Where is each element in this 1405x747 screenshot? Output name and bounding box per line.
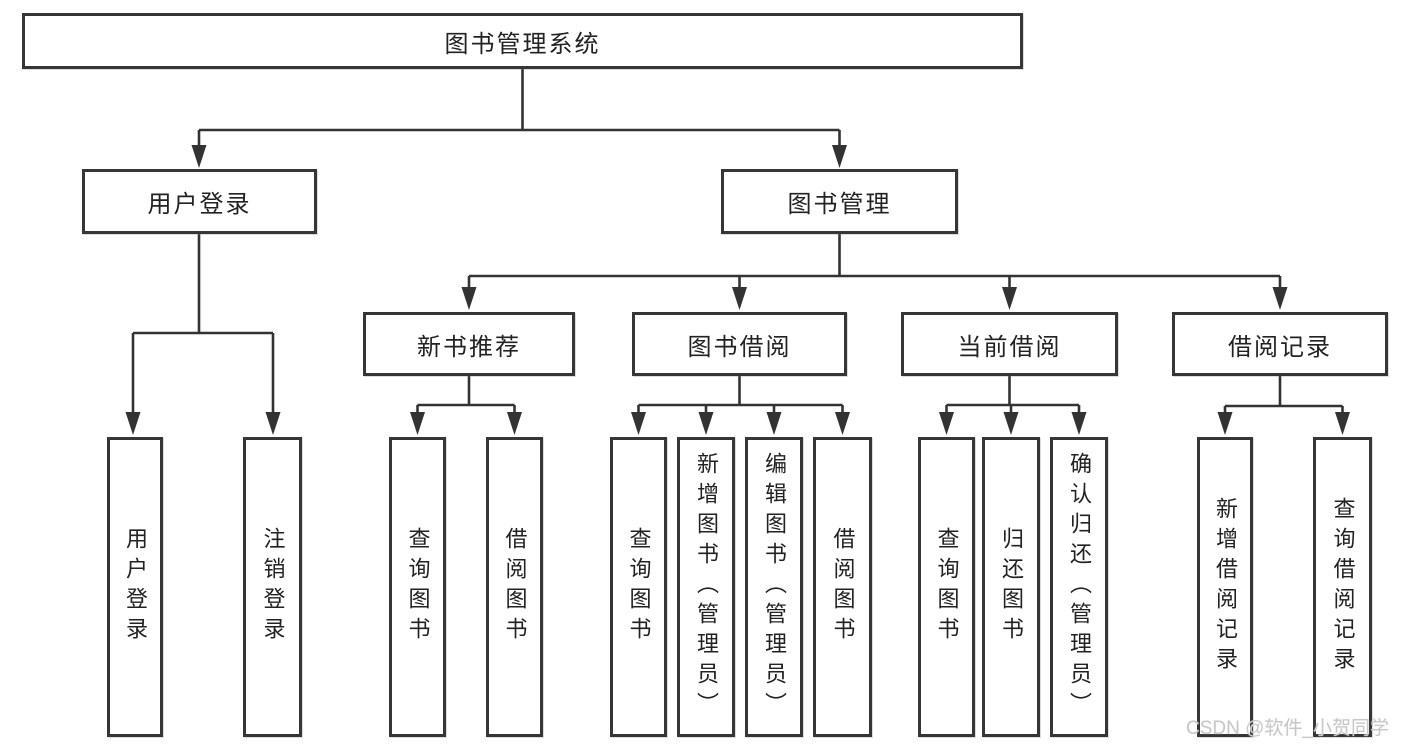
arrow-down-icon <box>766 412 782 435</box>
node-leaf-cb-return-book: 归还图书 <box>982 437 1040 737</box>
arrow-down-icon <box>410 412 425 435</box>
arrow-down-icon <box>939 412 954 435</box>
node-label: 图书管理系统 <box>444 30 601 58</box>
arrow-down-icon <box>1272 287 1288 310</box>
node-label: 图书借阅 <box>687 333 792 361</box>
node-label: 新书推荐 <box>417 333 521 361</box>
node-label: 新增借阅记录 <box>1213 497 1238 677</box>
edge-book-management <box>469 234 1280 278</box>
node-label: 查询图书 <box>934 527 960 647</box>
node-label: 注销登录 <box>260 527 286 647</box>
node-leaf-bb-query-book: 查询图书 <box>610 437 667 737</box>
node-label: 归还图书 <box>999 527 1024 647</box>
arrow-down-icon <box>1002 287 1017 310</box>
node-leaf-bb-add-book: 新增图书（管理员） <box>677 437 735 737</box>
arrow-down-icon <box>1335 412 1350 435</box>
node-leaf-bb-borrow-book: 借阅图书 <box>813 437 872 737</box>
edge-user-login <box>133 234 273 335</box>
node-label: 图书管理 <box>787 191 892 218</box>
node-label: 编辑图书（管理员） <box>762 452 787 722</box>
edge-new-book-recommend <box>417 375 515 407</box>
node-label: 借阅图书 <box>502 527 528 647</box>
node-leaf-br-query-record: 查询借阅记录 <box>1313 437 1372 737</box>
arrow-down-icon <box>507 412 522 435</box>
arrow-down-icon <box>698 412 714 435</box>
node-label: 查询图书 <box>626 527 652 647</box>
node-library-system: 图书管理系统 <box>22 13 1023 69</box>
edge-library-system <box>199 69 840 132</box>
node-leaf-bb-edit-book: 编辑图书（管理员） <box>745 437 803 737</box>
edge-book-borrowing <box>638 375 843 407</box>
node-book-management: 图书管理 <box>721 169 958 234</box>
node-leaf-br-add-record: 新增借阅记录 <box>1197 437 1253 737</box>
arrow-down-icon <box>191 145 207 168</box>
node-leaf-user-login: 用户登录 <box>107 437 163 737</box>
node-leaf-logout: 注销登录 <box>243 437 302 737</box>
node-label: 查询借阅记录 <box>1330 497 1356 677</box>
node-label: 新增图书（管理员） <box>694 452 719 722</box>
arrow-down-icon <box>732 287 747 310</box>
arrow-down-icon <box>631 412 646 435</box>
arrow-down-icon <box>1217 412 1233 435</box>
edge-current-borrowing <box>946 375 1079 407</box>
arrow-down-icon <box>265 412 281 435</box>
edge-borrowing-records <box>1225 375 1343 408</box>
node-leaf-nb-borrow-book: 借阅图书 <box>486 437 543 737</box>
node-label: 用户登录 <box>147 191 252 218</box>
node-label: 借阅图书 <box>830 527 856 647</box>
node-label: 借阅记录 <box>1228 333 1332 361</box>
node-leaf-cb-query-book: 查询图书 <box>918 437 975 737</box>
node-new-book-recommend: 新书推荐 <box>363 312 575 376</box>
node-book-borrowing: 图书借阅 <box>632 312 847 376</box>
node-label: 查询图书 <box>405 527 431 647</box>
arrow-down-icon <box>1071 412 1087 435</box>
arrow-down-icon <box>835 412 850 435</box>
node-label: 用户登录 <box>123 527 148 647</box>
node-current-borrowing: 当前借阅 <box>901 312 1118 376</box>
node-leaf-nb-query-book: 查询图书 <box>389 437 446 737</box>
node-label: 当前借阅 <box>957 333 1062 361</box>
arrow-down-icon <box>125 412 141 435</box>
csdn-watermark: CSDN @软件_小贺同学 <box>1186 718 1389 739</box>
arrow-down-icon <box>832 145 847 168</box>
node-leaf-cb-confirm-return: 确认归还（管理员） <box>1050 437 1108 737</box>
node-user-login: 用户登录 <box>82 169 317 234</box>
arrow-down-icon <box>461 287 477 310</box>
node-label: 确认归还（管理员） <box>1067 452 1092 722</box>
node-borrowing-records: 借阅记录 <box>1172 312 1388 376</box>
arrow-down-icon <box>1003 412 1019 435</box>
